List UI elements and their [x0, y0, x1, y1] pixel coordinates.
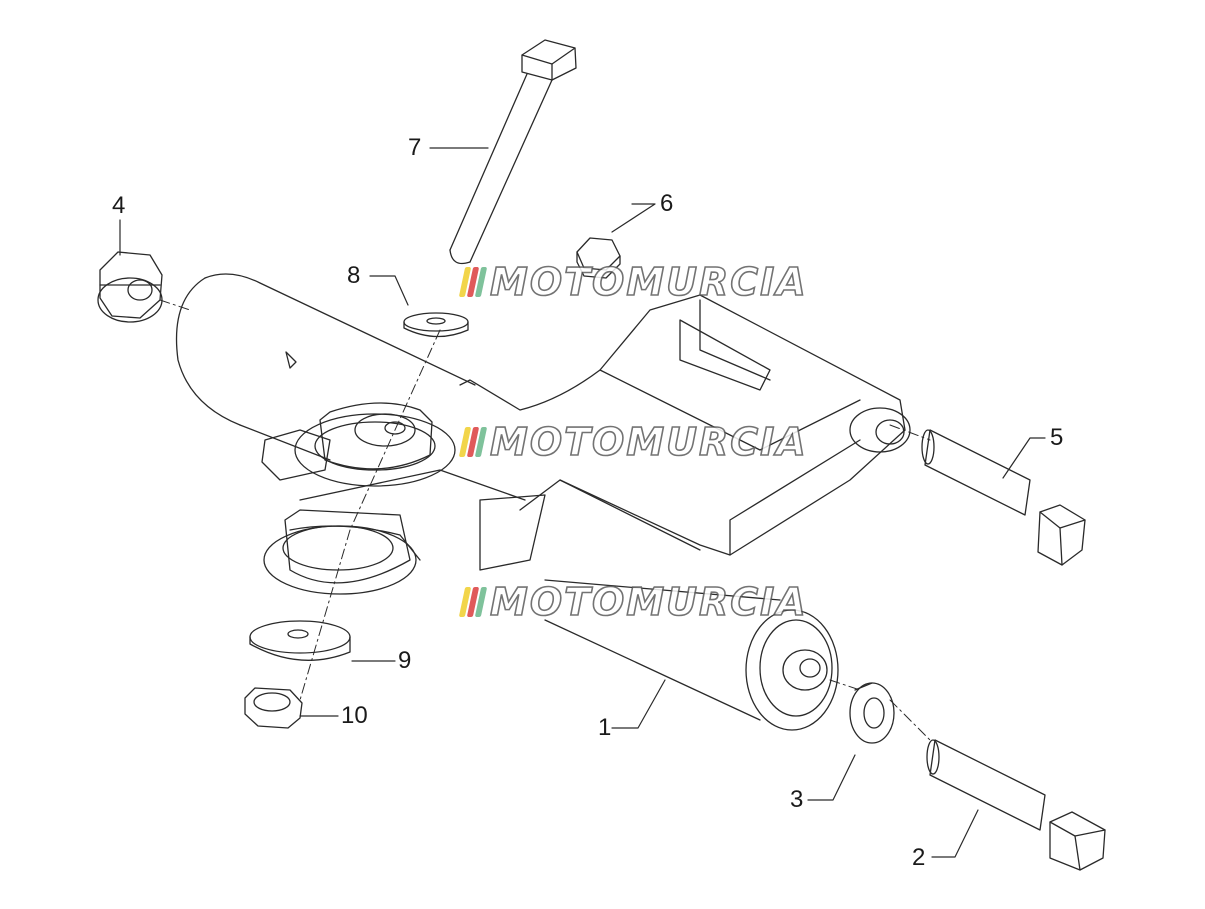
- watermark-text: MOTOMURCIA: [489, 259, 808, 305]
- watermark-text: MOTOMURCIA: [489, 419, 808, 465]
- pivot-block: [261, 402, 526, 595]
- callout-label-5: 5: [1050, 424, 1064, 451]
- center-axis-lines: [159, 299, 931, 741]
- part-9-flat-washer: [249, 620, 351, 661]
- callout-label-3: 3: [790, 786, 804, 813]
- part-2-pin-bolt: [926, 739, 1106, 871]
- watermark-logo-middle: MOTOMURCIA: [458, 419, 808, 465]
- part-10-nut: [244, 687, 303, 729]
- watermark-text: MOTOMURCIA: [489, 579, 808, 625]
- part-8-washer: [403, 312, 469, 338]
- part-1-main-tube: [544, 579, 839, 731]
- callout-label-4: 4: [112, 192, 126, 219]
- callout-label-8: 8: [347, 262, 361, 289]
- part-5-pin-bolt: [921, 429, 1086, 566]
- callout-label-10: 10: [341, 702, 368, 729]
- callout-label-2: 2: [912, 844, 926, 871]
- watermark-flag-icon: [458, 427, 488, 457]
- callout-label-9: 9: [398, 647, 412, 674]
- callout-label-1: 1: [598, 714, 612, 741]
- watermark-flag-icon: [458, 267, 488, 297]
- callout-label-6: 6: [660, 190, 674, 217]
- part-7-long-bolt: [449, 39, 577, 265]
- watermark-logo-top: MOTOMURCIA: [458, 259, 808, 305]
- cylinder-housing-left: [175, 273, 476, 461]
- part-6-nut: [576, 237, 621, 279]
- part-4-flange-nut: [97, 251, 163, 323]
- swing-arm-body: [459, 294, 911, 571]
- callout-label-7: 7: [408, 134, 422, 161]
- watermark-flag-icon: [458, 587, 488, 617]
- part-3-spacer-ring: [849, 682, 895, 744]
- leader-lines: [119, 147, 1046, 858]
- watermark-logo-bottom: MOTOMURCIA: [458, 579, 808, 625]
